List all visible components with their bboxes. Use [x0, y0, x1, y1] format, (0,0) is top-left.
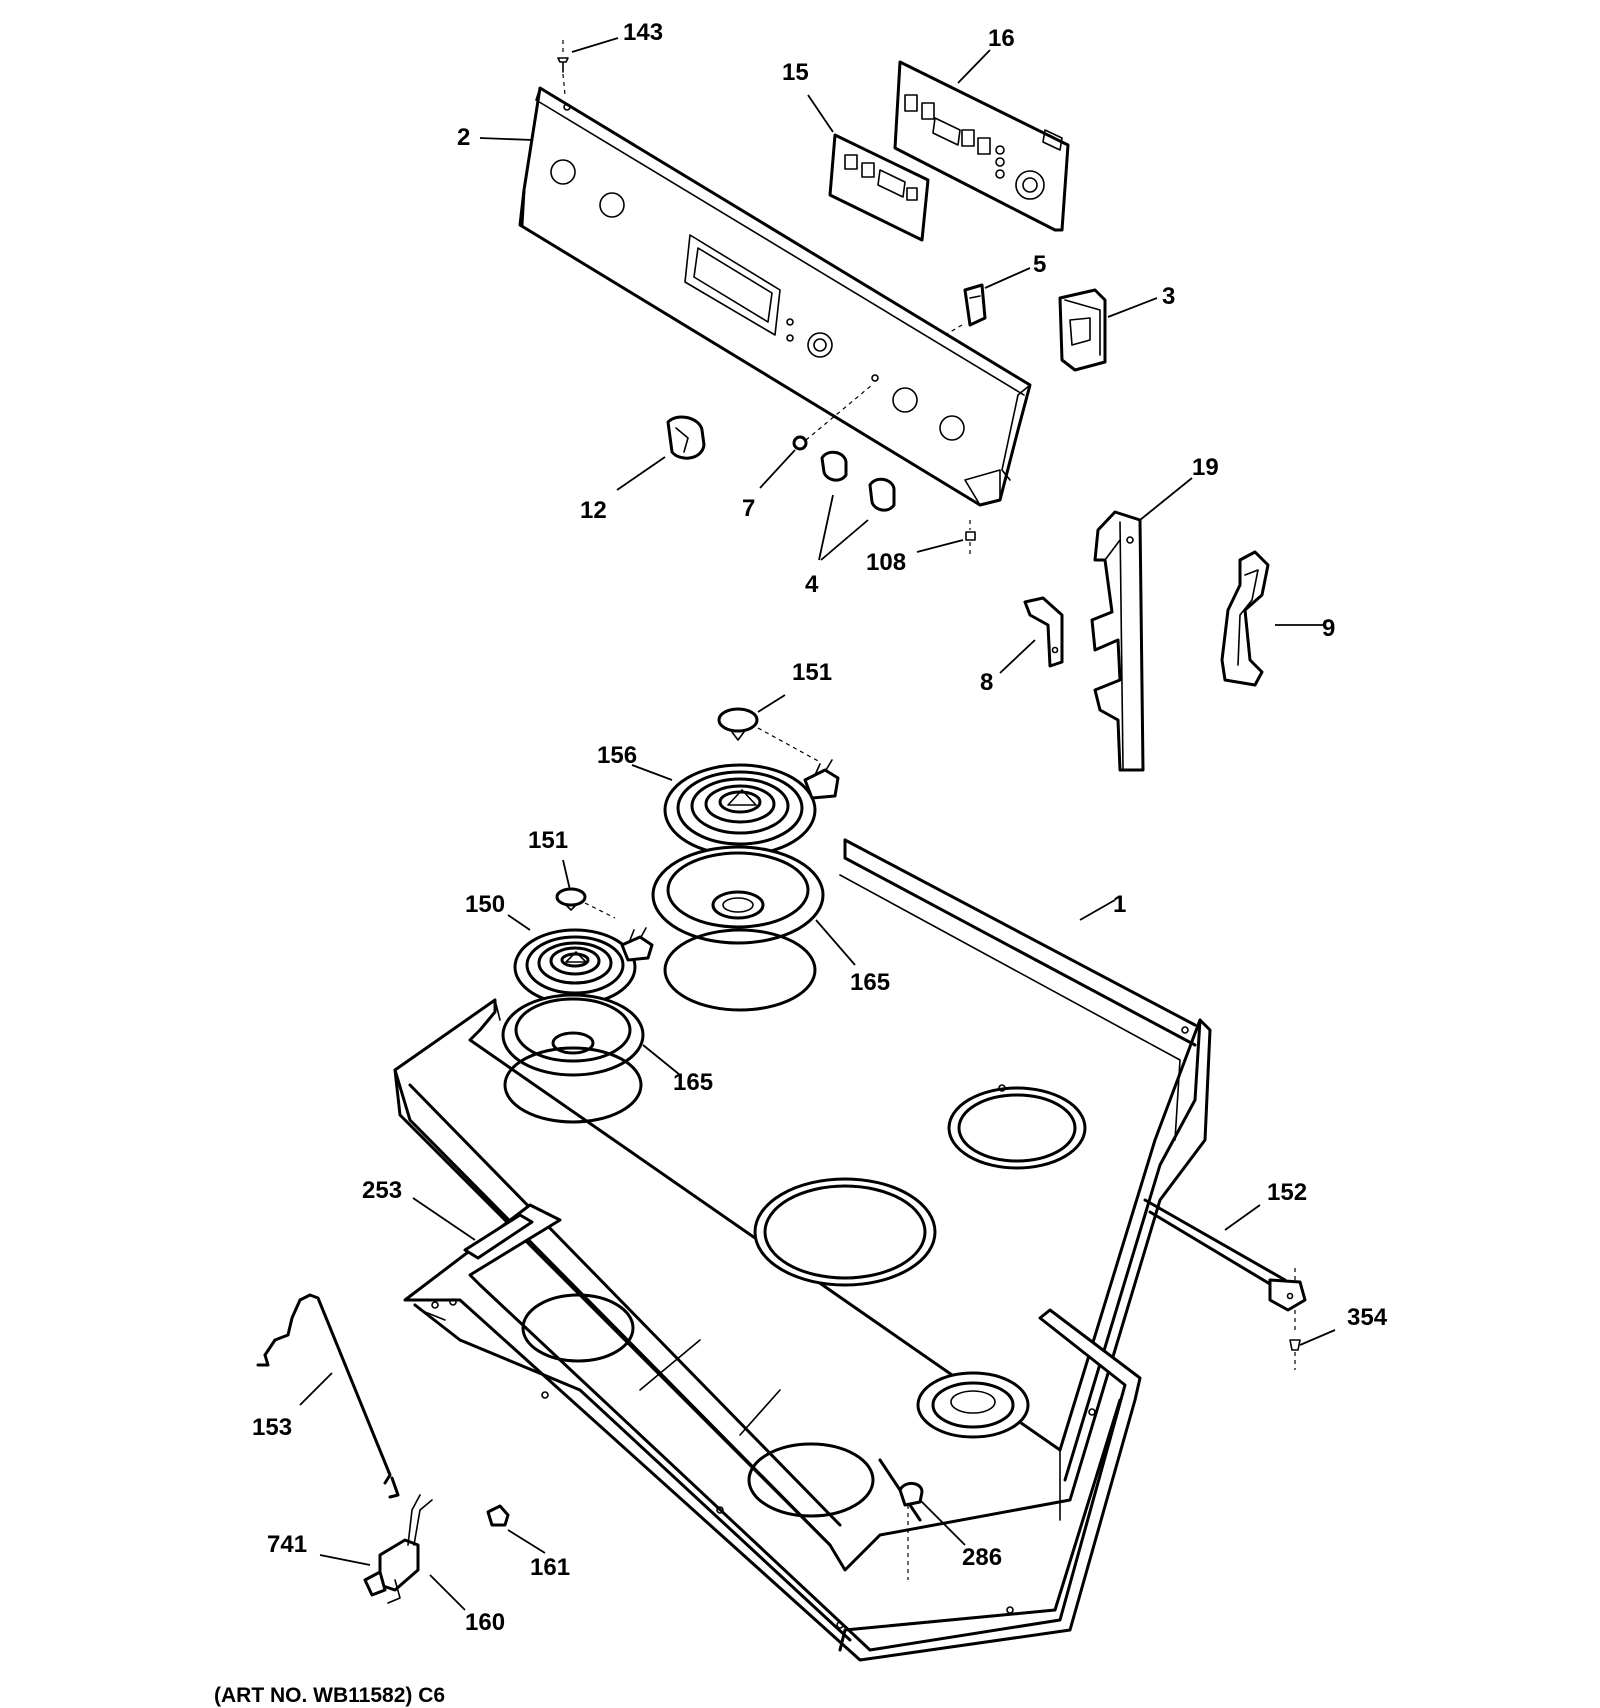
wire-153 [256, 1293, 400, 1499]
label-19: 19 [1192, 454, 1219, 481]
surface-burner-150 [513, 927, 654, 1006]
screw-108 [965, 520, 976, 556]
label-151-lower: 151 [528, 827, 568, 854]
cooktop-1 [393, 838, 1212, 1572]
label-354: 354 [1347, 1304, 1388, 1331]
burner-support-151-lower [555, 887, 616, 919]
label-150: 150 [465, 891, 505, 918]
infinite-switch-741-160 [363, 1494, 433, 1604]
control-panel-backsplash [518, 86, 1032, 507]
label-9: 9 [1322, 615, 1335, 642]
label-16: 16 [988, 25, 1015, 52]
label-153: 153 [252, 1414, 292, 1441]
label-156: 156 [597, 742, 637, 769]
label-108: 108 [866, 549, 906, 576]
label-741: 741 [267, 1531, 307, 1558]
burner-support-151-top [717, 707, 821, 763]
label-7: 7 [742, 495, 755, 522]
label-161: 161 [530, 1554, 570, 1581]
screw-143 [557, 40, 569, 96]
label-152: 152 [1267, 1179, 1307, 1206]
label-143: 143 [623, 19, 663, 46]
bracket-9 [1220, 550, 1270, 687]
label-253: 253 [362, 1177, 402, 1204]
label-1: 1 [1113, 891, 1126, 918]
clip-161 [486, 1504, 510, 1527]
drip-pan-165-lower [501, 993, 645, 1077]
label-165-lower: 165 [673, 1069, 713, 1096]
label-4: 4 [805, 571, 819, 598]
knobs-4 [820, 450, 896, 512]
control-board-16 [893, 60, 1070, 232]
label-15: 15 [782, 59, 809, 86]
label-5: 5 [1033, 251, 1046, 278]
screw-354 [1289, 1339, 1301, 1370]
surface-burner-156 [663, 759, 840, 857]
rod-152 [1143, 1198, 1307, 1330]
overlay-15 [828, 133, 930, 242]
label-3: 3 [1162, 283, 1175, 310]
side-bracket-19 [1090, 510, 1145, 772]
art-number-caption: (ART NO. WB11582) C6 [214, 1684, 446, 1707]
label-286: 286 [962, 1544, 1002, 1571]
label-12: 12 [580, 497, 607, 524]
leader-lines [299, 37, 1336, 1611]
relay-3 [1058, 288, 1107, 372]
label-165-top: 165 [850, 969, 890, 996]
knob-12 [666, 415, 706, 460]
label-151-top: 151 [792, 659, 832, 686]
strap-253 [463, 1213, 534, 1260]
drip-pan-165-top [651, 845, 825, 945]
label-2: 2 [457, 124, 470, 151]
part-labels: 143 16 15 2 5 3 12 7 4 108 19 9 8 151 15… [252, 19, 1388, 1636]
label-160: 160 [465, 1609, 505, 1636]
switch-5 [944, 283, 987, 336]
bracket-8 [1023, 596, 1064, 668]
label-8: 8 [980, 669, 993, 696]
screw-7 [792, 384, 873, 451]
